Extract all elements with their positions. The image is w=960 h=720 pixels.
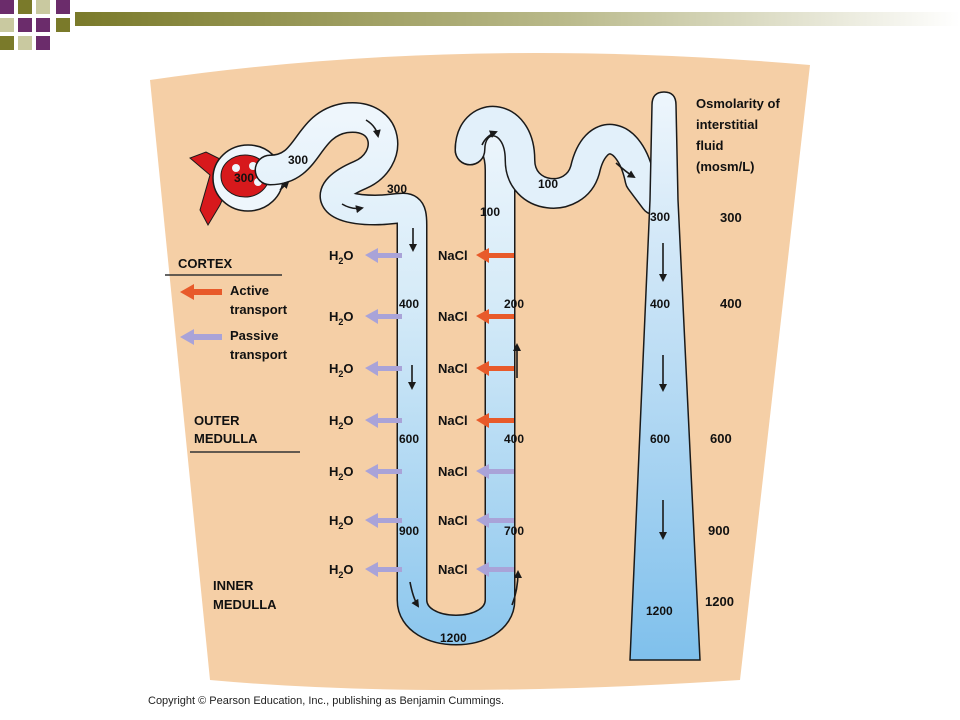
deco-square [18, 0, 32, 14]
region-label-inner-medulla: INNER MEDULLA [213, 578, 277, 612]
passive-arrow-icon [476, 464, 514, 479]
active-arrow-icon [476, 248, 514, 263]
water-label: H2O [329, 248, 354, 266]
water-label: H2O [329, 464, 354, 482]
value-collecting-1200: 1200 [646, 604, 673, 618]
flow-arrow [409, 581, 420, 608]
flow-arrow [279, 180, 290, 191]
value-distal: 100 [538, 177, 558, 191]
water-label: H2O [329, 309, 354, 327]
passive-arrow-icon [180, 329, 222, 345]
water-label: H2O [329, 562, 354, 580]
deco-square [36, 18, 50, 32]
deco-square [0, 0, 14, 14]
interstitial-value: 400 [720, 296, 742, 311]
value-loop-bottom: 1200 [440, 631, 467, 645]
deco-square [0, 18, 14, 32]
passive-arrow-icon [365, 464, 402, 479]
distal-tubule [456, 107, 669, 214]
collecting-duct [629, 91, 701, 661]
interstitial-value: 600 [710, 431, 732, 446]
value-ascending-top: 100 [480, 205, 500, 219]
salt-label: NaCl [438, 464, 468, 479]
interstitial-value: 1200 [705, 594, 734, 609]
interstitial-values: 300 400 600 900 1200 [705, 210, 742, 609]
salt-label: NaCl [438, 562, 468, 577]
region-label-outer-medulla: OUTER MEDULLA [194, 413, 258, 446]
passive-arrow-icon [365, 309, 402, 324]
water-label: H2O [329, 361, 354, 379]
interstitial-value: 900 [708, 523, 730, 538]
copyright-notice: Copyright © Pearson Education, Inc., pub… [148, 695, 505, 707]
capillary-loop [232, 164, 240, 172]
flow-arrows [279, 119, 667, 608]
salt-label: NaCl [438, 413, 468, 428]
deco-square [36, 36, 50, 50]
water-label: H2O [329, 513, 354, 531]
region-label-cortex: CORTEX [178, 256, 233, 271]
value-descending-top: 300 [387, 182, 407, 196]
deco-square [56, 18, 70, 32]
passive-arrow-icon [365, 413, 402, 428]
proximal-tubule [256, 103, 514, 644]
slide-header-decoration [0, 0, 960, 50]
tubule-values: 300 300 300 400 600 900 1200 200 400 700… [234, 153, 673, 645]
osmolarity-legend-title: Osmolarity of interstitial fluid (mosm/L… [696, 96, 783, 174]
value-collecting-300: 300 [650, 210, 670, 224]
value-collecting-600: 600 [650, 432, 670, 446]
value-descending-400: 400 [399, 297, 419, 311]
deco-square [56, 0, 70, 14]
value-glomerulus: 300 [234, 171, 254, 185]
deco-square [0, 36, 14, 50]
salt-label: NaCl [438, 361, 468, 376]
deco-square [18, 36, 32, 50]
passive-arrow-icon [365, 513, 402, 528]
flow-arrow [365, 119, 381, 138]
key-label-active: Active transport [230, 283, 288, 317]
passive-arrow-icon [365, 361, 402, 376]
salt-labels: NaCl NaCl NaCl NaCl NaCl NaCl NaCl [438, 248, 468, 577]
value-ascending-400: 400 [504, 432, 524, 446]
value-ascending-700: 700 [504, 524, 524, 538]
active-arrow-icon [476, 361, 514, 376]
active-arrow-icon [476, 309, 514, 324]
value-collecting-400: 400 [650, 297, 670, 311]
salt-label: NaCl [438, 309, 468, 324]
header-bar [75, 12, 960, 26]
passive-arrow-icon [365, 248, 402, 263]
passive-arrow-icon [476, 562, 514, 577]
flow-arrow [511, 570, 522, 606]
value-proximal: 300 [288, 153, 308, 167]
flow-arrow [481, 130, 498, 146]
salt-label: NaCl [438, 248, 468, 263]
salt-label: NaCl [438, 513, 468, 528]
deco-square [36, 0, 50, 14]
key-label-passive: Passive transport [230, 328, 288, 362]
flow-arrow [615, 162, 636, 179]
active-arrow-icon [180, 284, 222, 300]
value-descending-900: 900 [399, 524, 419, 538]
passive-arrow-icon [476, 513, 514, 528]
water-labels: H2O H2O H2O H2O H2O H2O H2O [329, 248, 354, 580]
water-arrows [365, 248, 402, 577]
value-descending-600: 600 [399, 432, 419, 446]
deco-square [18, 18, 32, 32]
passive-arrow-icon [365, 562, 402, 577]
active-arrow-icon [476, 413, 514, 428]
salt-arrows [476, 248, 514, 577]
interstitial-value: 300 [720, 210, 742, 225]
value-ascending-200: 200 [504, 297, 524, 311]
flow-arrow [341, 203, 364, 214]
water-label: H2O [329, 413, 354, 431]
